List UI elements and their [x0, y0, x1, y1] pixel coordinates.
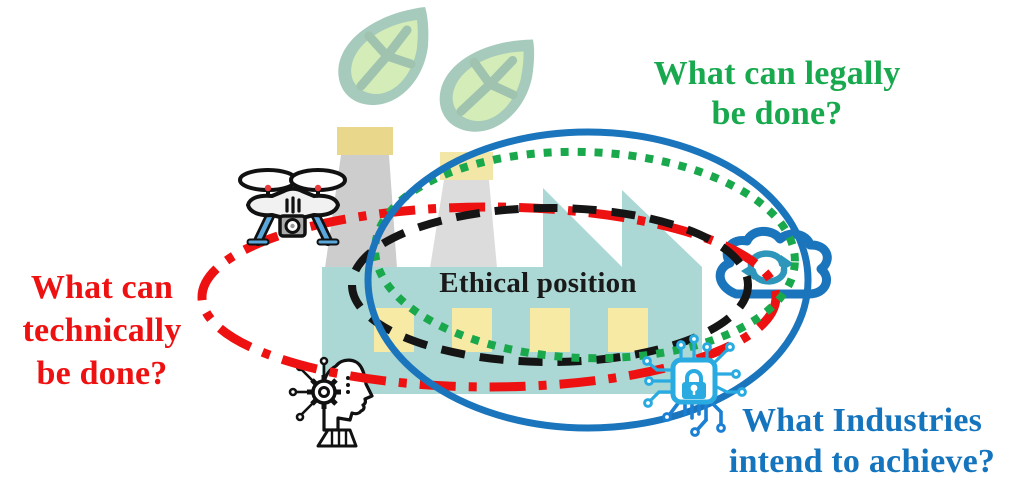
window-rect	[530, 308, 570, 352]
label-ethical: Ethical position	[423, 266, 653, 300]
label-legal: What can legally be done?	[622, 54, 932, 134]
leaf-icon	[338, 7, 428, 105]
chimney-left	[325, 127, 397, 268]
label-industry: What Industries intend to achieve?	[701, 400, 1023, 482]
industry-intent-ellipse	[364, 128, 812, 432]
label-line: be done?	[36, 355, 168, 392]
circuit-lock-icon	[642, 334, 747, 437]
label-line: technically	[22, 312, 182, 349]
factory-windows	[374, 308, 648, 352]
label-line: intend to achieve?	[728, 443, 996, 480]
label-line: What Industries	[741, 402, 983, 439]
label-line: What can	[30, 269, 174, 306]
label-technical: What can technically be done?	[3, 266, 201, 395]
legal-scope-ellipse	[371, 147, 799, 363]
label-line: be done?	[711, 95, 843, 132]
label-line: What can legally	[653, 55, 901, 92]
ethical-position-ellipse	[348, 204, 752, 366]
drone-icon	[238, 168, 347, 246]
label-line: Ethical position	[439, 267, 637, 299]
leaf-icon	[436, 30, 536, 137]
window-rect	[608, 308, 648, 352]
roof-sawtooth	[543, 188, 622, 267]
